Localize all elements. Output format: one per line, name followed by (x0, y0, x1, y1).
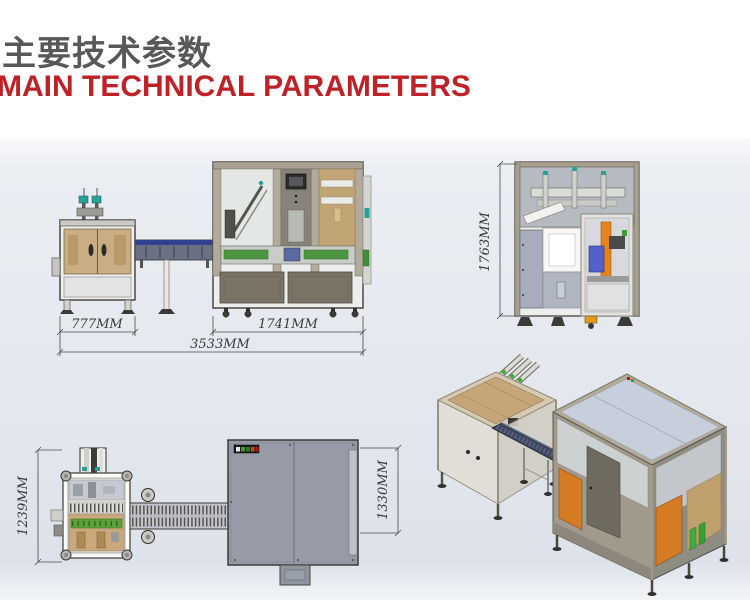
top-cartoning-machine (227, 439, 359, 586)
dim-label-front-right: 1741MM (258, 317, 318, 332)
dim-label-top-right: 1330MM (376, 459, 391, 519)
dim-label-side-height: 1763MM (478, 211, 493, 271)
side-view: 1763MM (478, 160, 640, 329)
isometric-view (436, 353, 729, 596)
dim-label-top-left: 1239MM (16, 475, 31, 535)
front-cartoning-machine (212, 161, 372, 318)
top-dimension-left: 1239MM (16, 446, 62, 566)
page-title-chinese: 主要技术参数 (2, 34, 212, 74)
top-dimension-right: 1330MM (360, 444, 402, 537)
iso-cartoning-machine (551, 373, 729, 596)
front-dimensions: 777MM 1741MM 3533MM (56, 316, 367, 356)
top-plan-view: 1239MM (16, 439, 402, 586)
dim-label-front-left: 777MM (71, 317, 123, 332)
front-casters (222, 308, 359, 318)
drawing-canvas: 777MM 1741MM 3533MM (0, 138, 750, 600)
front-conveyor (134, 239, 214, 314)
top-conveyor (129, 488, 229, 544)
top-feeder-machine (50, 447, 133, 561)
side-dimension: 1763MM (478, 160, 517, 320)
iso-feeder-machine (436, 353, 559, 520)
front-feeder-machine (51, 188, 136, 314)
signal-indicator-strip (233, 444, 260, 454)
dim-label-front-total: 3533MM (190, 337, 250, 352)
front-elevation-view: 777MM 1741MM 3533MM (51, 161, 372, 356)
page-title-english: MAIN TECHNICAL PARAMETERS (0, 70, 471, 103)
side-machine (514, 161, 640, 329)
